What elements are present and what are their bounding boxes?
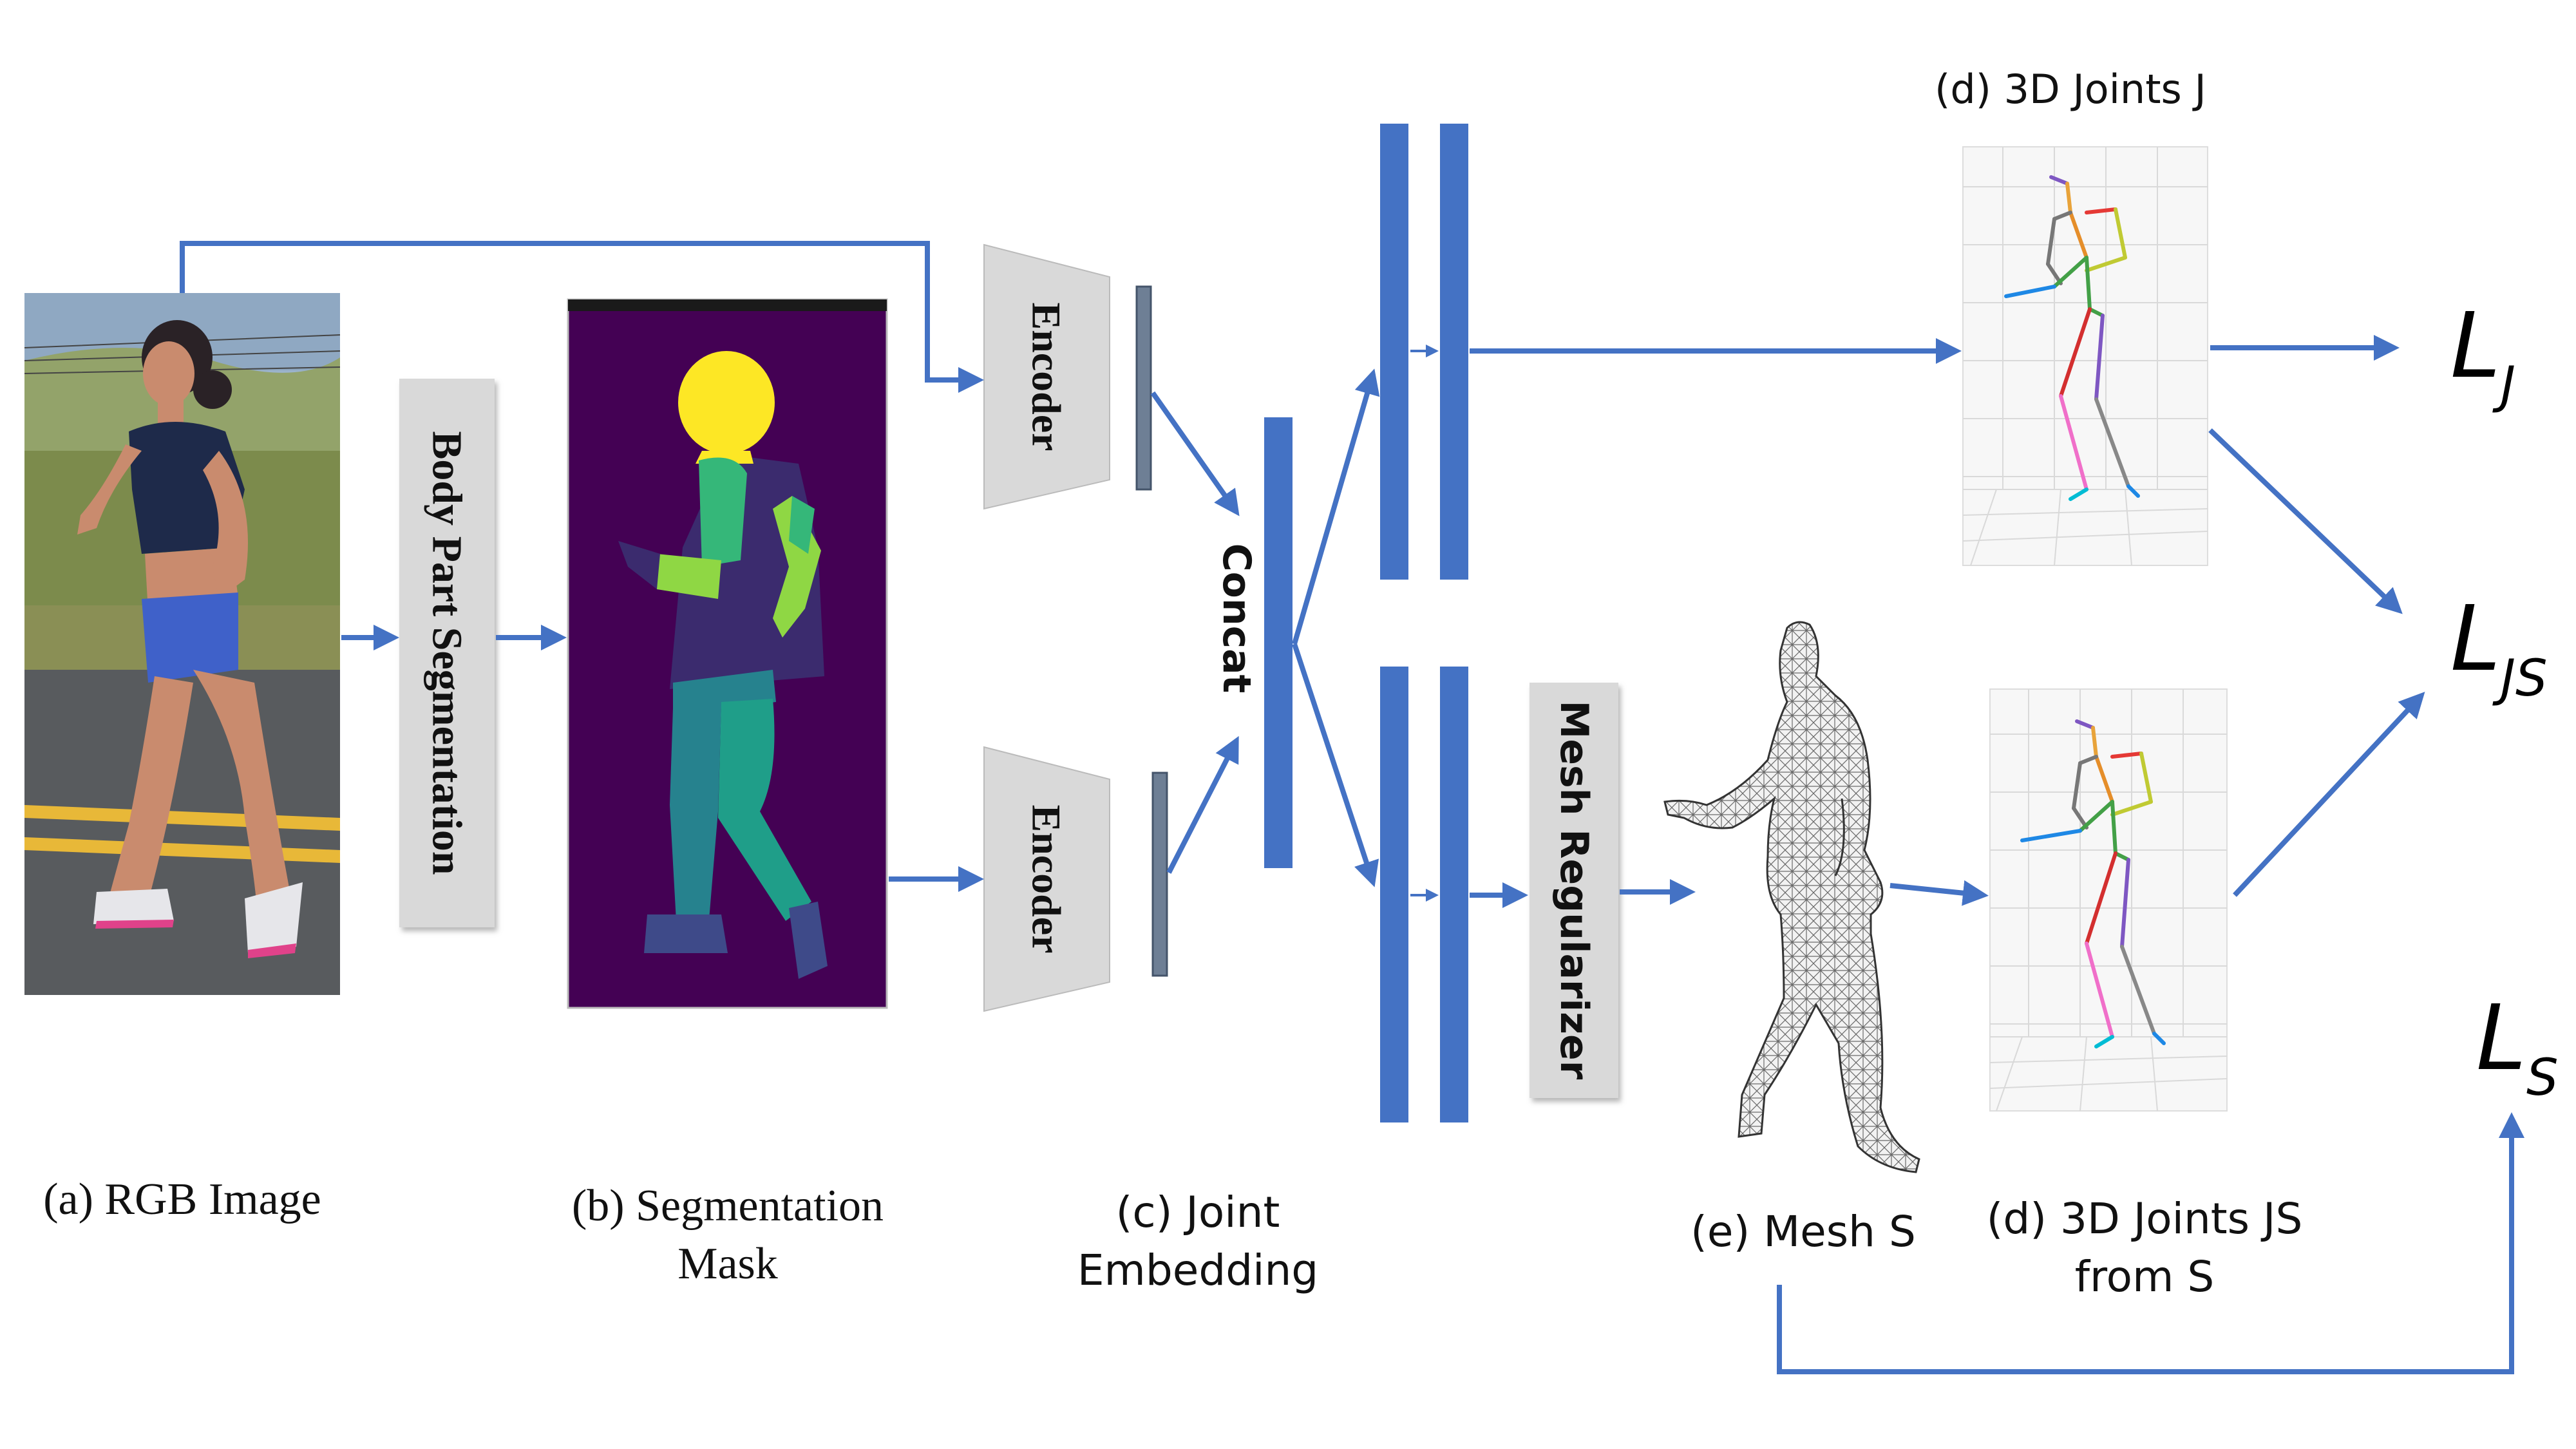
encoder-bottom-label: Encoder [1024,804,1070,953]
concat-label: Concat [1214,544,1259,694]
concat-block: Concat [1214,417,1293,868]
arrow-joints-to-ljs [2208,428,2403,614]
feature-bottom [1151,772,1168,977]
arrows [180,241,2524,1374]
fc-bottom-1 [1380,667,1408,1122]
mesh-figure [1663,621,1920,1173]
encoder-top-label: Encoder [1024,302,1070,451]
arrow-feature-bottom-to-concat [1166,735,1239,874]
caption-joints-js-2: from S [2075,1252,2214,1302]
mesh-regularizer-block: Mesh Regularizer [1530,683,1618,1098]
body-part-segmentation-label: Body Part Segmentation [424,431,471,875]
body-part-segmentation-block: Body Part Segmentation [399,379,495,927]
caption-joints-top: (d) 3D Joints J [1935,66,2206,113]
feature-top [1135,285,1152,491]
arrow-mesh-to-joints-js [1889,880,1989,906]
caption-seg-1: (b) Segmentation [572,1181,884,1231]
fc-top-1 [1380,124,1408,580]
caption-joints-js-1: (d) 3D Joints JS [1987,1194,2303,1244]
arrow-joints-js-to-ljs [2233,692,2425,897]
encoder-bottom: Encoder [983,746,1110,1012]
arrow-concat-to-fc-bottom [1292,643,1379,887]
arrow-mesh-to-ls [1777,1112,2524,1374]
loss-ljs: LJS [2450,587,2548,708]
loss-lj: LJ [2450,294,2515,415]
arrow-rgb-to-encoder-top [180,241,984,393]
arrow-concat-to-fc-top [1292,368,1380,645]
caption-joint-2: Embedding [1077,1245,1318,1295]
caption-seg-2: Mask [677,1239,778,1289]
mesh-regularizer-label: Mesh Regularizer [1551,701,1596,1080]
caption-mesh: (e) Mesh S [1690,1207,1916,1256]
encoder-top: Encoder [983,243,1110,510]
arrow-feature-top-to-concat [1150,391,1240,516]
rgb-image [24,293,341,995]
joints-3d-top [1962,146,2208,566]
caption-joint-1: (c) Joint [1116,1188,1280,1237]
loss-ls: LS [2476,986,2559,1107]
joints-3d-from-mesh [1989,688,2228,1112]
segmentation-mask [567,298,888,1009]
fc-bottom-2 [1440,667,1468,1122]
fc-top-2 [1440,124,1468,580]
caption-rgb: (a) RGB Image [43,1175,321,1224]
